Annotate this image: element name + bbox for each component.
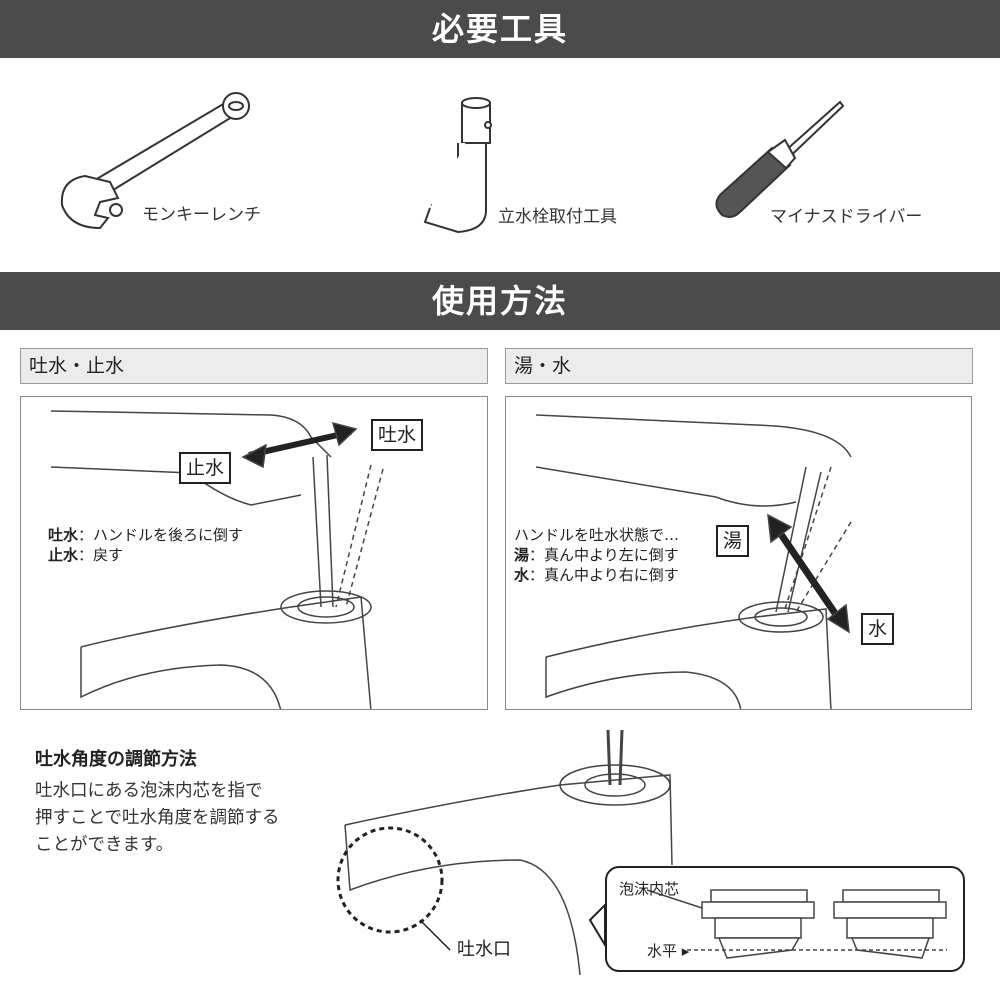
tag-close: 止水 [179, 452, 232, 484]
panel-flow: 止水 吐水 吐水：ハンドルを後ろに倒す 止水：戻す [20, 396, 488, 710]
aerator-label: 泡沫内芯 [619, 880, 680, 898]
aerator-callout: 泡沫内芯 水平 ▸ [605, 866, 965, 972]
text-cold: ：真ん中より右に倒す [529, 566, 679, 584]
tool-label-faucet-tool: 立水栓取付工具 [498, 207, 617, 227]
faucet-temperature-illustration [535, 414, 852, 709]
tag-cold: 水 [861, 613, 895, 645]
usage-header: 使用方法 [0, 272, 1000, 330]
angle-adjustment-title: 吐水角度の調節方法 [35, 749, 197, 770]
adjustable-wrench-icon [60, 92, 250, 230]
angle-adjustment-body: 吐水口にある泡沫内芯を指で 押すことで吐水角度を調節する ことができます。 [35, 778, 279, 859]
body-line: ことができます。 [35, 835, 174, 855]
aerator-diagram [646, 889, 947, 959]
key-cold: 水 [514, 566, 530, 584]
section-label-flow: 吐水・止水 [20, 348, 488, 384]
panel-temperature: 湯 水 ハンドルを吐水状態で… 湯：真ん中より左に倒す 水：真ん中より右に倒す [505, 396, 972, 710]
text-open: ：ハンドルを後ろに倒す [78, 526, 244, 544]
text-close: ：戻す [78, 546, 124, 564]
tool-illustrations [60, 92, 845, 234]
body-line: 吐水口にある泡沫内芯を指で [35, 781, 263, 801]
key-close: 止水 [48, 546, 79, 564]
flathead-screwdriver-icon [715, 100, 845, 218]
spout-label: 吐水口 [457, 939, 511, 960]
body-line: 押すことで吐水角度を調節する [35, 808, 280, 828]
key-open: 吐水 [48, 526, 79, 544]
tool-label-wrench: モンキーレンチ [142, 205, 261, 225]
temperature-intro: ハンドルを吐水状態で… [514, 526, 680, 544]
level-label: 水平 ▸ [647, 942, 690, 960]
flow-instructions: 吐水：ハンドルを後ろに倒す 止水：戻す [48, 525, 243, 565]
tag-hot: 湯 [716, 525, 750, 557]
key-hot: 湯 [514, 546, 530, 564]
text-hot: ：真ん中より左に倒す [529, 546, 679, 564]
tool-label-screwdriver: マイナスドライバー [770, 207, 923, 227]
tools-header: 必要工具 [0, 0, 1000, 58]
tag-open: 吐水 [371, 419, 424, 451]
section-label-temperature: 湯・水 [505, 348, 973, 384]
faucet-socket-tool-icon [423, 97, 492, 234]
temperature-instructions: ハンドルを吐水状態で… 湯：真ん中より左に倒す 水：真ん中より右に倒す [514, 525, 679, 585]
